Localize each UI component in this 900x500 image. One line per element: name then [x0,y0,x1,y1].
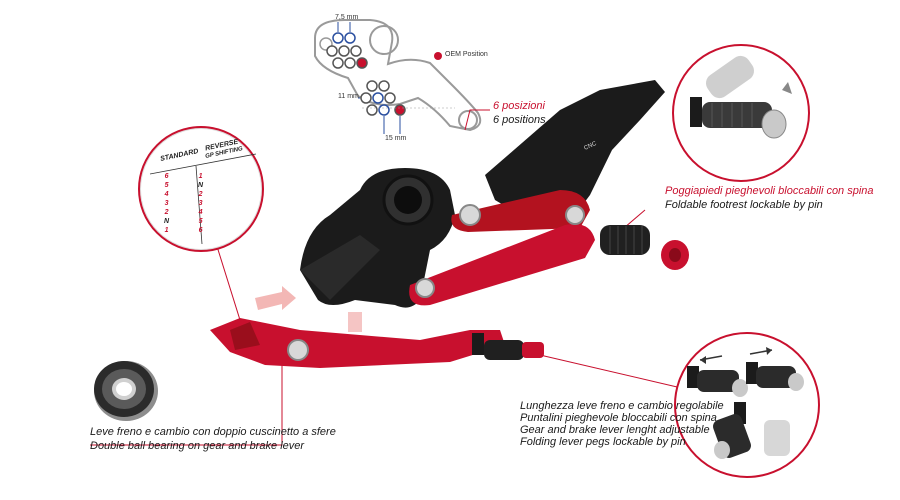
footpeg [600,225,689,270]
lever-peg [472,333,544,360]
lever-line-2: Puntalini pieghevole bloccabili con spin… [520,412,717,424]
brand-mark: CNC [583,141,598,152]
bearing-italian: Leve freno e cambio con doppio cuscinett… [90,426,336,438]
dim-left-label: 11 mm [338,93,359,100]
mounting-hole-diagram [314,19,482,134]
plate-boss [369,25,399,55]
dim-bottom-label: 15 mm [385,135,407,142]
oem-position-label: OEM Position [445,51,488,58]
shift-pattern-table [149,153,257,245]
red-link-arm [409,224,595,306]
positions-english: 6 positions [493,114,546,126]
rotation-arrow [255,286,296,310]
upper-hole-group [326,22,368,69]
lever-line-3: Gear and brake lever lenght adjustable [520,424,710,436]
upper-red-link [451,190,590,232]
footrest-detail-callout [672,44,810,182]
lever-line-1: Lunghezza leve freno e cambio regolabile [520,400,724,412]
footrest-italian: Poggiapiedi pieghevoli bloccabili con sp… [665,185,874,197]
bearing-english: Double ball bearing on gear and brake le… [90,440,305,452]
footrest-english: Foldable footrest lockable by pin [665,199,823,211]
gear-lever [210,318,505,368]
callout-lines [90,109,691,446]
positions-italian: 6 posizioni [493,100,545,112]
lever-line-4: Folding lever pegs lockable by pin [520,436,686,448]
heel-guard [485,80,665,220]
oem-dot [434,52,442,60]
ball-bearing-image [94,361,158,421]
dim-top-label: 7,5 mm [335,14,359,21]
lever-peg-detail-callout [674,332,820,478]
lower-hole-group [358,80,406,134]
plate-boss-lower [458,110,478,130]
